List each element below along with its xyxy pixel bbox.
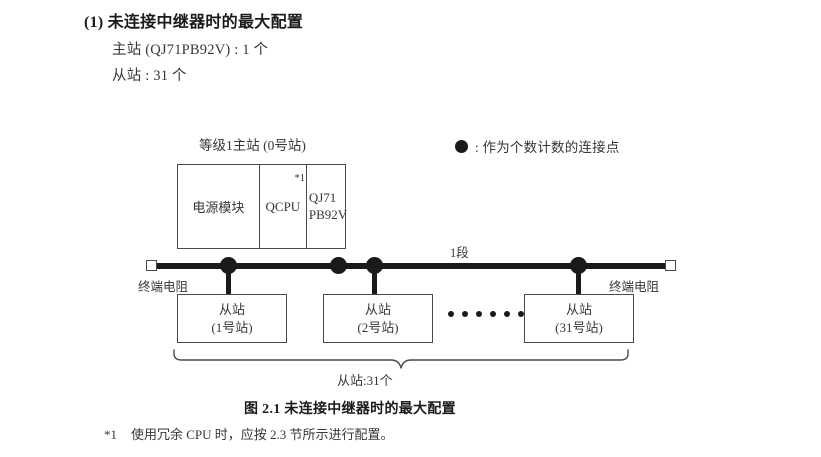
slave-station-box: 从站 (2号站) [323, 294, 433, 343]
terminator-left-label: 终端电阻 [138, 280, 189, 294]
terminator-right-icon [665, 260, 676, 271]
connection-point-dot [220, 257, 237, 274]
section-heading: (1)未连接中继器时的最大配置 [84, 8, 303, 32]
spec-line-slave: 从站 : 31 个 [112, 68, 187, 84]
network-module-cell: QJ71 PB92V [307, 165, 347, 248]
slave-station-box: 从站 (1号站) [177, 294, 287, 343]
master-station-label: 等级1主站 (0号站) [199, 138, 306, 153]
connection-point-dot [570, 257, 587, 274]
ellipsis-dots-icon [448, 311, 524, 317]
qcpu-label: QCPU [265, 198, 301, 214]
spec-line-master: 主站 (QJ71PB92V) : 1 个 [112, 42, 269, 58]
slave-drop-line [372, 266, 377, 296]
network-module-line2: PB92V [308, 206, 348, 222]
slave-name: 从站 [218, 301, 245, 317]
network-module-line1: QJ71 [308, 190, 337, 206]
slave-count-brace [173, 349, 629, 369]
slave-station-box: 从站 (31号站) [524, 294, 634, 343]
footnote-text: 使用冗余 CPU 时，应按 2.3 节所示进行配置。 [131, 427, 394, 442]
slave-drop-line [576, 266, 581, 296]
slave-name: 从站 [565, 301, 592, 317]
section-number: (1) [84, 14, 104, 31]
connection-point-dot [330, 257, 347, 274]
filled-circle-icon [455, 139, 468, 153]
network-module-label: QJ71 PB92V [309, 190, 347, 223]
slave-name: 从站 [364, 301, 391, 317]
qcpu-cell: QCPU *1 [260, 165, 307, 248]
slave-station-number: (31号站) [555, 319, 603, 335]
footnote-marker-icon: *1 [294, 173, 306, 184]
slave-drop-line [226, 266, 231, 296]
slave-station-number: (2号站) [357, 319, 399, 335]
legend: : 作为个数计数的连接点 [455, 136, 620, 156]
segment-label: 1段 [450, 246, 469, 260]
figure-caption: 图 2.1 未连接中继器时的最大配置 [244, 402, 456, 417]
section-title: 未连接中继器时的最大配置 [107, 14, 304, 31]
footnote-marker: *1 [104, 427, 117, 442]
master-station-box: 电源模块 QCPU *1 QJ71 PB92V [177, 164, 347, 249]
slave-count-label: 从站:31个 [337, 373, 393, 388]
terminator-left-icon [146, 260, 157, 271]
connection-point-dot [366, 257, 383, 274]
footnote: *1 使用冗余 CPU 时，应按 2.3 节所示进行配置。 [104, 424, 394, 443]
bus-trunk-line [150, 263, 669, 269]
terminator-right-label: 终端电阻 [609, 280, 660, 294]
legend-label: : 作为个数计数的连接点 [475, 140, 620, 155]
slave-station-number: (1号站) [211, 319, 253, 335]
power-module-cell: 电源模块 [178, 165, 260, 248]
